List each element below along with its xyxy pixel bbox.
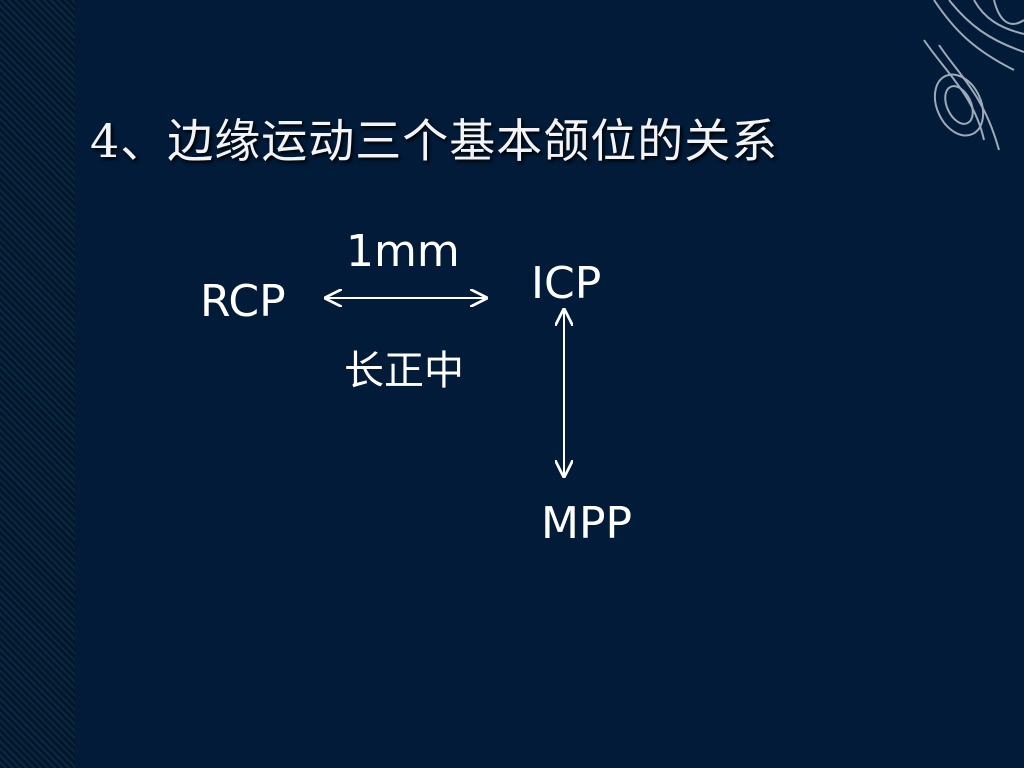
feather-ornament-icon xyxy=(923,0,1024,151)
distance-label: 1mm xyxy=(346,226,460,277)
rcp-label: RCP xyxy=(200,276,286,327)
slide-title: 4、边缘运动三个基本颌位的关系 xyxy=(90,114,779,168)
mpp-label: MPP xyxy=(541,498,633,549)
icp-label: ICP xyxy=(531,258,602,309)
left-pattern-band xyxy=(0,0,75,768)
long-centric-label: 长正中 xyxy=(344,348,464,394)
